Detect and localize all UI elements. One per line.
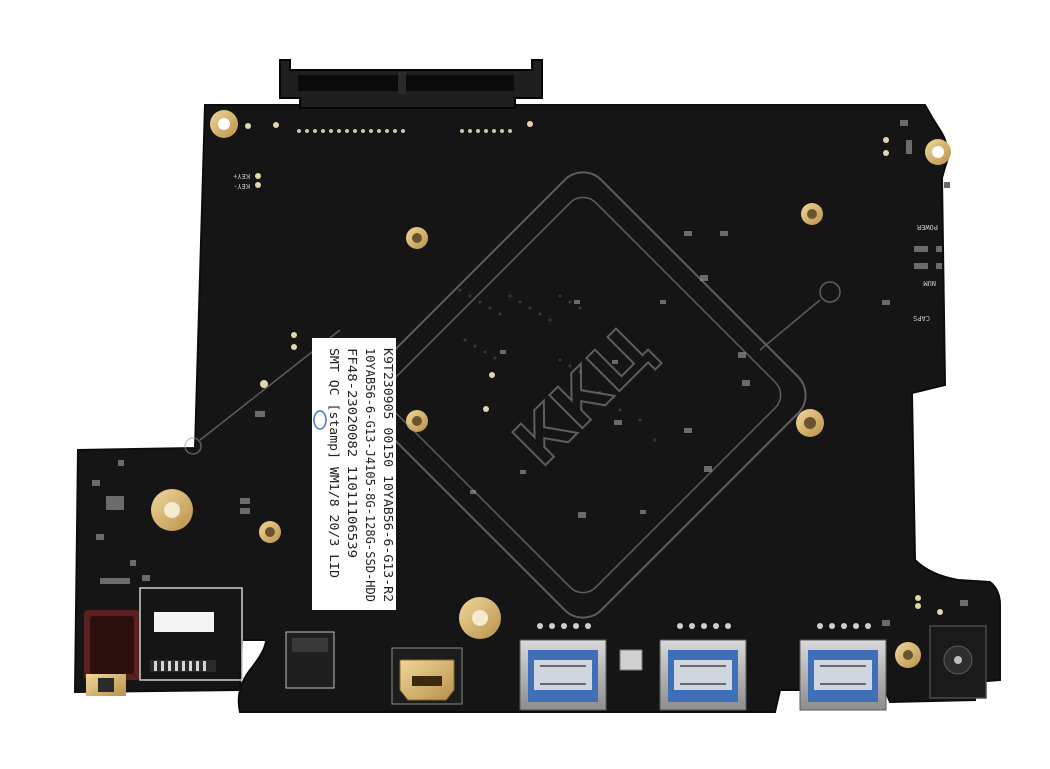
- usb-port-1: [519, 639, 607, 711]
- sticker-line-1: K9T230905 00150 10YAB56-6-G13-R2: [381, 348, 395, 602]
- qc-stamp-icon: [313, 410, 327, 430]
- dc-jack: [929, 625, 987, 699]
- usb-pin-headers: [537, 623, 871, 629]
- sticker-line-2: 10YAB56-6-G13-J4105-8G-128G-SSD-HDD: [363, 348, 377, 602]
- sata-connector: [279, 59, 543, 109]
- hdmi-port: [391, 647, 463, 705]
- silk-caps: CAPS: [913, 314, 930, 322]
- usb-port-3: [799, 639, 887, 711]
- card-slot: [139, 587, 243, 681]
- silk-num: NUM: [923, 279, 936, 287]
- sticker-line-3: FF48-23020082 11011106539: [345, 348, 359, 558]
- pcb-board: [73, 104, 1001, 713]
- reset-button: [619, 649, 643, 671]
- via-field: [458, 288, 657, 442]
- product-sticker: K9T230905 00150 10YAB56-6-G13-R2 10YAB56…: [312, 338, 396, 610]
- silk-key-bottom: KEY-: [233, 182, 250, 190]
- dc-jack-icon: [954, 656, 962, 664]
- test-pads: [245, 121, 943, 615]
- silkscreen-labels: KEY+ KEY- POWER NUM CAPS: [233, 172, 938, 322]
- mounting-holes: [151, 110, 951, 668]
- micro-connector: [285, 631, 335, 689]
- silk-power: POWER: [916, 223, 938, 231]
- sata-pin-row: [297, 129, 512, 133]
- usb-port-2: [659, 639, 747, 711]
- audio-jack: [84, 610, 140, 696]
- smd-components: [92, 120, 968, 626]
- sticker-line-4: SMT QC [stamp] WM1/8 20/3 LID: [327, 348, 341, 578]
- silk-key-top: KEY+: [233, 172, 250, 180]
